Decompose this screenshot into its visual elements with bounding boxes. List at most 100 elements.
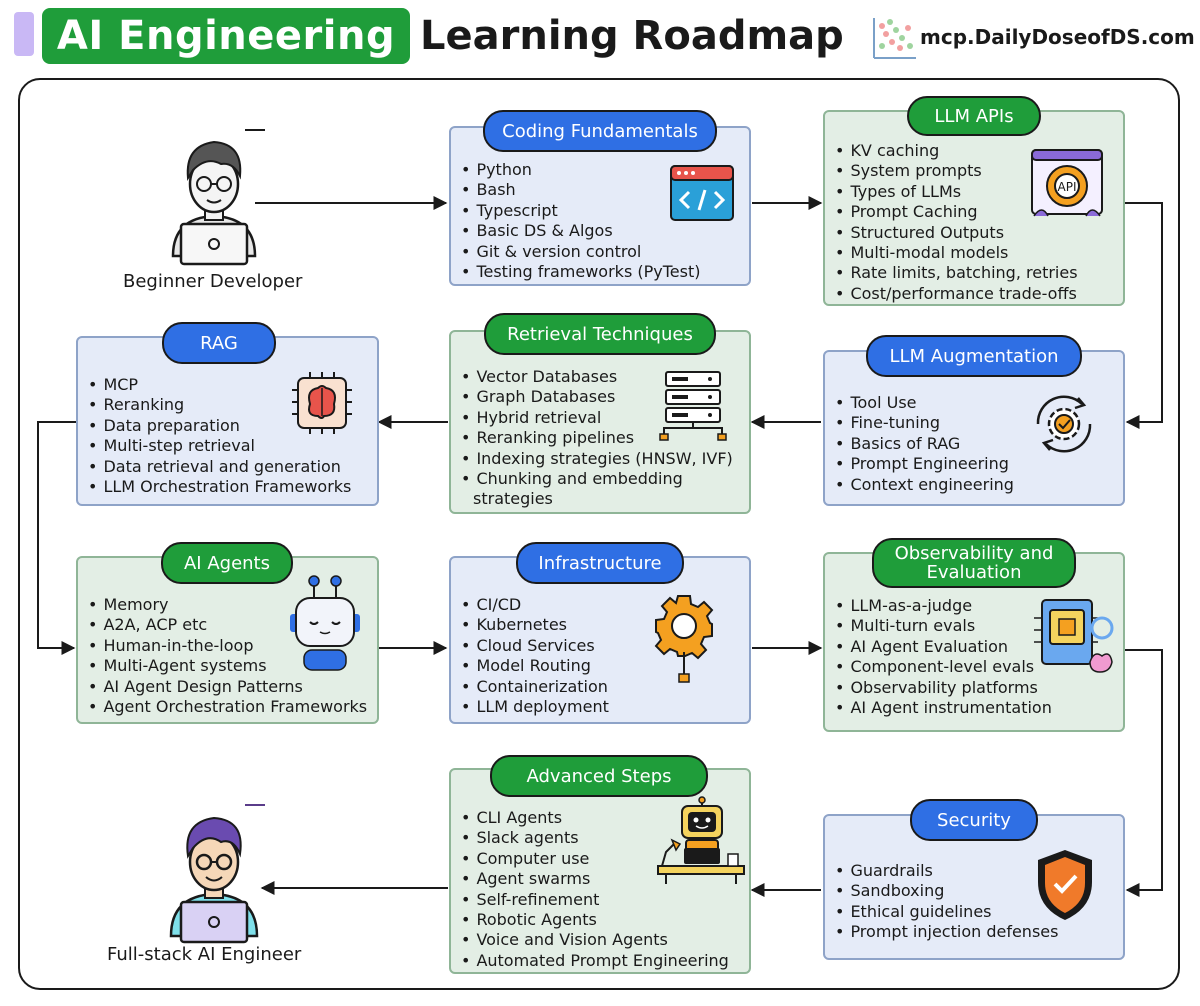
gear-cycle-icon bbox=[1036, 395, 1092, 453]
llm-augmentation-list: Tool Use Fine-tuning Basics of RAG Promp… bbox=[835, 393, 1014, 495]
card-advanced-steps: CLI Agents Slack agents Computer use Age… bbox=[449, 768, 751, 974]
card-title-llm-apis: LLM APIs bbox=[907, 96, 1041, 136]
list-item: Git & version control bbox=[461, 242, 700, 262]
list-item: Model Routing bbox=[461, 656, 609, 676]
list-item: LLM deployment bbox=[461, 697, 608, 717]
header-badge: AI Engineering bbox=[42, 8, 410, 64]
advanced-steps-list: CLI Agents Slack agents Computer use Age… bbox=[461, 808, 729, 971]
list-item: Multi-Agent systems bbox=[88, 656, 367, 676]
list-item: Multi-step retrieval bbox=[88, 436, 351, 456]
list-item: Chunking and embedding bbox=[461, 469, 733, 489]
list-item: Typescript bbox=[461, 201, 700, 221]
list-item: Cloud Services bbox=[461, 636, 609, 656]
list-item: Component-level evals bbox=[835, 657, 1052, 677]
observability-title-line-2: Evaluation bbox=[926, 562, 1022, 583]
list-item: Basics of RAG bbox=[835, 434, 1014, 454]
list-item: Agent Orchestration Frameworks bbox=[88, 697, 367, 717]
site-url: mcp.DailyDoseofDS.com bbox=[920, 25, 1195, 49]
robot-desk-icon bbox=[657, 796, 745, 884]
list-item: Prompt injection defenses bbox=[835, 922, 1058, 942]
list-item: Tool Use bbox=[835, 393, 1014, 413]
list-item: Prompt Caching bbox=[835, 202, 1078, 222]
list-item: System prompts bbox=[835, 161, 1078, 181]
list-item: Slack agents bbox=[461, 828, 729, 848]
card-title-security: Security bbox=[910, 799, 1038, 841]
card-title-observability-evaluation: Observability and Evaluation bbox=[872, 538, 1076, 588]
list-item: Python bbox=[461, 160, 700, 180]
list-item: LLM-as-a-judge bbox=[835, 596, 1052, 616]
list-item: Kubernetes bbox=[461, 615, 609, 635]
roadmap-frame bbox=[18, 78, 1180, 990]
card-title-retrieval-techniques: Retrieval Techniques bbox=[484, 313, 716, 355]
coding-fundamentals-list: Python Bash Typescript Basic DS & Algos … bbox=[461, 160, 700, 282]
card-title-ai-agents: AI Agents bbox=[161, 542, 293, 584]
beginner-developer-label: Beginner Developer bbox=[123, 271, 303, 292]
list-item: Prompt Engineering bbox=[835, 454, 1014, 474]
observability-evaluation-list: LLM-as-a-judge Multi-turn evals AI Agent… bbox=[835, 596, 1052, 718]
list-item: Basic DS & Algos bbox=[461, 221, 700, 241]
card-title-coding-fundamentals: Coding Fundamentals bbox=[483, 110, 717, 152]
arrow-llmapis-to-augmentation bbox=[1125, 202, 1163, 429]
list-item: Observability platforms bbox=[835, 678, 1052, 698]
monitoring-chip-icon bbox=[1034, 599, 1114, 673]
list-item: Types of LLMs bbox=[835, 182, 1078, 202]
list-item: Structured Outputs bbox=[835, 223, 1078, 243]
list-item: AI Agent instrumentation bbox=[835, 698, 1051, 718]
card-ai-agents: Memory A2A, ACP etc Human-in-the-loop Mu… bbox=[76, 556, 379, 724]
gear-deployment-icon bbox=[654, 595, 714, 683]
list-item: Reranking bbox=[88, 395, 351, 415]
card-rag: MCP Reranking Data preparation Multi-ste… bbox=[76, 336, 379, 506]
list-item: Rate limits, batching, retries bbox=[835, 263, 1077, 283]
api-gear-icon: API bbox=[1031, 149, 1103, 217]
list-item: strategies bbox=[473, 489, 553, 509]
list-item: CLI Agents bbox=[461, 808, 729, 828]
list-item: Data preparation bbox=[88, 416, 351, 436]
beginner-developer-avatar-icon bbox=[171, 129, 265, 266]
fullstack-ai-engineer-label: Full-stack AI Engineer bbox=[107, 944, 302, 965]
observability-title-line-1: Observability and bbox=[894, 543, 1054, 564]
list-item: Context engineering bbox=[835, 475, 1014, 495]
list-item: LLM Orchestration Frameworks bbox=[88, 477, 351, 497]
header-accent-bar bbox=[14, 12, 34, 56]
list-item: Computer use bbox=[461, 849, 729, 869]
card-title-llm-augmentation: LLM Augmentation bbox=[866, 335, 1082, 377]
list-item: Robotic Agents bbox=[461, 910, 729, 930]
list-item: Vector Databases bbox=[461, 367, 733, 387]
ai-agents-list: Memory A2A, ACP etc Human-in-the-loop Mu… bbox=[88, 595, 367, 717]
fullstack-ai-engineer-avatar-icon bbox=[169, 804, 265, 944]
list-item: Sandboxing bbox=[835, 881, 1058, 901]
svg-text:API: API bbox=[1058, 180, 1077, 194]
code-window-icon bbox=[670, 165, 734, 221]
list-item: Multi-modal models bbox=[835, 243, 1078, 263]
scatter-logo-icon bbox=[873, 18, 916, 59]
list-item: Containerization bbox=[461, 677, 609, 697]
llm-apis-list: KV caching System prompts Types of LLMs … bbox=[835, 141, 1078, 304]
card-title-rag: RAG bbox=[162, 322, 276, 364]
list-item: KV caching bbox=[835, 141, 1078, 161]
card-title-infrastructure: Infrastructure bbox=[516, 542, 684, 584]
card-title-advanced-steps: Advanced Steps bbox=[490, 755, 708, 797]
robot-agent-icon bbox=[290, 575, 360, 671]
list-item: AI Agent Evaluation bbox=[835, 637, 1052, 657]
list-item: Hybrid retrieval bbox=[461, 408, 733, 428]
retrieval-techniques-list: Vector Databases Graph Databases Hybrid … bbox=[461, 367, 733, 510]
list-item: Guardrails bbox=[835, 861, 1058, 881]
list-item: Bash bbox=[461, 180, 700, 200]
list-item: AI Agent Design Patterns bbox=[88, 677, 367, 697]
list-item: MCP bbox=[88, 375, 351, 395]
list-item: Graph Databases bbox=[461, 387, 733, 407]
arrow-observability-to-security bbox=[1125, 649, 1163, 897]
list-item: Indexing strategies (HNSW, IVF) bbox=[461, 449, 732, 469]
rag-list: MCP Reranking Data preparation Multi-ste… bbox=[88, 375, 351, 497]
page-title: Learning Roadmap bbox=[420, 13, 844, 59]
list-item: Cost/performance trade-offs bbox=[835, 284, 1078, 304]
shield-check-icon bbox=[1038, 850, 1092, 920]
list-item: Memory bbox=[88, 595, 367, 615]
list-item: Ethical guidelines bbox=[835, 902, 1058, 922]
list-item: Data retrieval and generation bbox=[88, 457, 351, 477]
list-item: CI/CD bbox=[461, 595, 609, 615]
brain-chip-icon bbox=[292, 372, 352, 434]
list-item: Testing frameworks (PyTest) bbox=[461, 262, 700, 282]
list-item: Self-refinement bbox=[461, 890, 729, 910]
